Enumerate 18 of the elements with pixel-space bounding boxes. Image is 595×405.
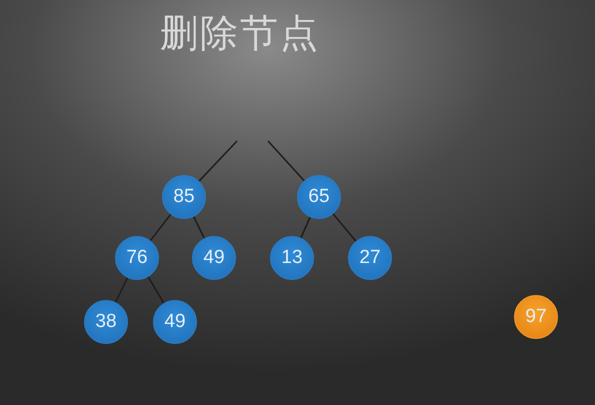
- title: 删除节点: [159, 10, 321, 57]
- branch-line: [198, 140, 238, 182]
- node-value: 27: [359, 247, 381, 269]
- node-value: 13: [281, 247, 303, 269]
- node-value: 49: [203, 247, 225, 269]
- branch-line: [267, 140, 305, 182]
- node-value: 85: [173, 186, 195, 208]
- node-value: 97: [525, 306, 547, 328]
- node-value: 76: [126, 247, 148, 269]
- node-value: 38: [95, 311, 117, 333]
- node-value: 65: [308, 186, 330, 208]
- node-value: 49: [164, 311, 186, 333]
- tree-edge: [332, 213, 356, 242]
- tree-edge: [300, 216, 311, 238]
- tree-edge: [148, 276, 164, 304]
- tree-edge: [150, 214, 172, 242]
- tree-edge: [193, 216, 205, 239]
- tree-edge: [114, 277, 128, 303]
